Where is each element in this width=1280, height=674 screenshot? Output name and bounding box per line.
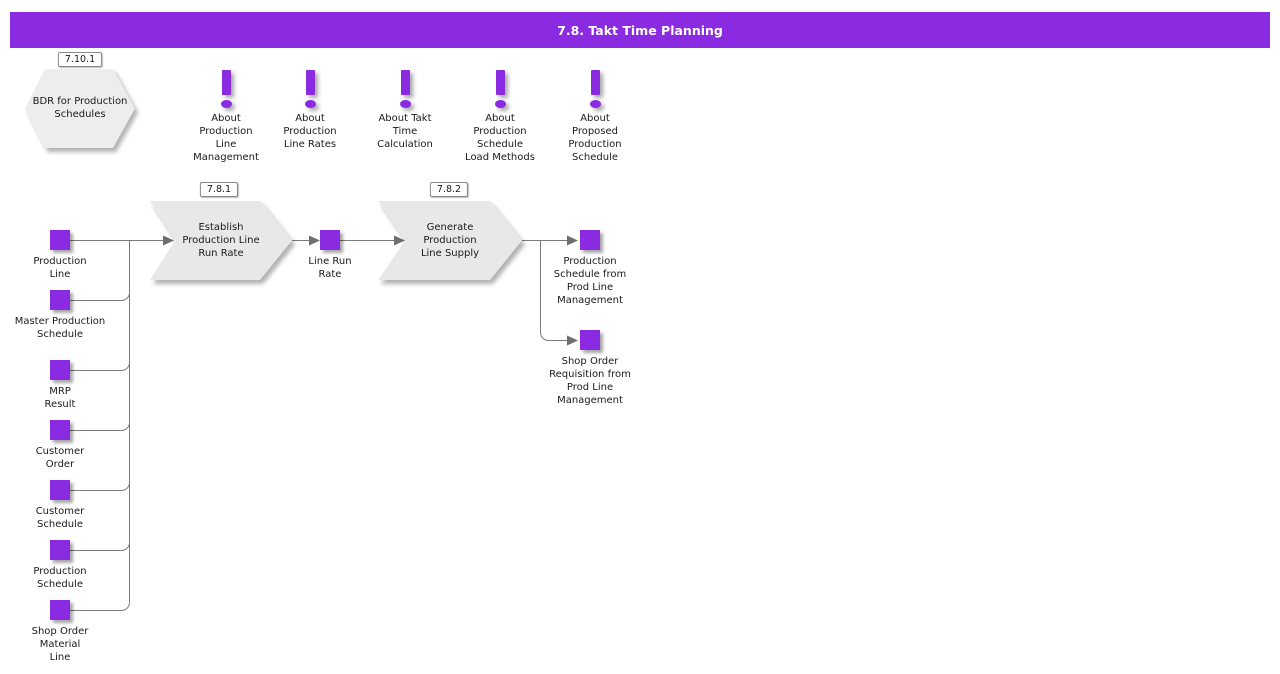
exclamation-bar: [305, 70, 315, 95]
info-label-takt-time-calculation[interactable]: About Takt Time Calculation: [377, 113, 433, 150]
ref-tag-7-8-2[interactable]: 7.8.2: [429, 182, 469, 197]
page-title: 7.8. Takt Time Planning: [557, 22, 723, 38]
process-label: Generate Production Line Supply: [420, 222, 480, 259]
bdr-hexagon-node[interactable]: [25, 69, 135, 148]
exclamation-dot: [220, 100, 232, 108]
info-label-production-line-management[interactable]: About Production Line Management: [193, 113, 259, 163]
input-node-production-line[interactable]: [50, 230, 70, 250]
exclamation-bar: [495, 70, 505, 95]
info-label-production-line-rates[interactable]: About Production Line Rates: [283, 113, 337, 150]
exclamation-dot: [494, 100, 506, 108]
page-title-bar: 7.8. Takt Time Planning: [10, 12, 1270, 48]
process-generate-production-line-supply[interactable]: [378, 201, 522, 280]
input-label: Shop Order Material Line: [31, 626, 89, 663]
output-label: Production Schedule from Prod Line Manag…: [553, 256, 627, 306]
input-node-mrp-result[interactable]: [50, 360, 70, 380]
input-node-customer-order[interactable]: [50, 420, 70, 440]
bdr-hexagon-label: BDR for Production Schedules: [32, 96, 128, 120]
info-exclamation-icon[interactable]: [220, 70, 232, 108]
output-label: Shop Order Requisition from Prod Line Ma…: [549, 356, 631, 406]
input-label: Customer Order: [35, 446, 85, 470]
hexagon-shape: [25, 69, 135, 148]
input-label: Customer Schedule: [35, 506, 85, 530]
input-node-customer-schedule[interactable]: [50, 480, 70, 500]
ref-tag-7-10-1[interactable]: 7.10.1: [57, 52, 103, 67]
node-line-run-rate[interactable]: [320, 230, 340, 250]
info-exclamation-icon[interactable]: [494, 70, 506, 108]
exclamation-dot: [304, 100, 316, 108]
input-label: Production Line: [33, 256, 87, 280]
info-label-proposed-production-schedule[interactable]: About Proposed Production Schedule: [568, 113, 622, 163]
input-label: Production Schedule: [33, 566, 87, 590]
info-exclamation-icon[interactable]: [304, 70, 316, 108]
process-establish-production-line-run-rate[interactable]: [150, 201, 292, 280]
output-node-production-schedule-from-prod-line-management[interactable]: [580, 230, 600, 250]
exclamation-bar: [590, 70, 600, 95]
exclamation-bar: [221, 70, 231, 95]
node-label: Line Run Rate: [308, 256, 352, 280]
exclamation-dot: [589, 100, 601, 108]
input-node-master-production-schedule[interactable]: [50, 290, 70, 310]
input-node-shop-order-material-line[interactable]: [50, 600, 70, 620]
exclamation-dot: [399, 100, 411, 108]
input-label: Master Production Schedule: [14, 316, 106, 340]
ref-tag-7-8-1[interactable]: 7.8.1: [199, 182, 239, 197]
exclamation-bar: [400, 70, 410, 95]
process-label: Establish Production Line Run Rate: [182, 222, 260, 259]
input-node-production-schedule[interactable]: [50, 540, 70, 560]
info-label-schedule-load-methods[interactable]: About Production Schedule Load Methods: [465, 113, 535, 163]
input-label: MRP Result: [44, 386, 76, 410]
info-exclamation-icon[interactable]: [589, 70, 601, 108]
info-exclamation-icon[interactable]: [399, 70, 411, 108]
output-node-shop-order-requisition-from-prod-line-management[interactable]: [580, 330, 600, 350]
